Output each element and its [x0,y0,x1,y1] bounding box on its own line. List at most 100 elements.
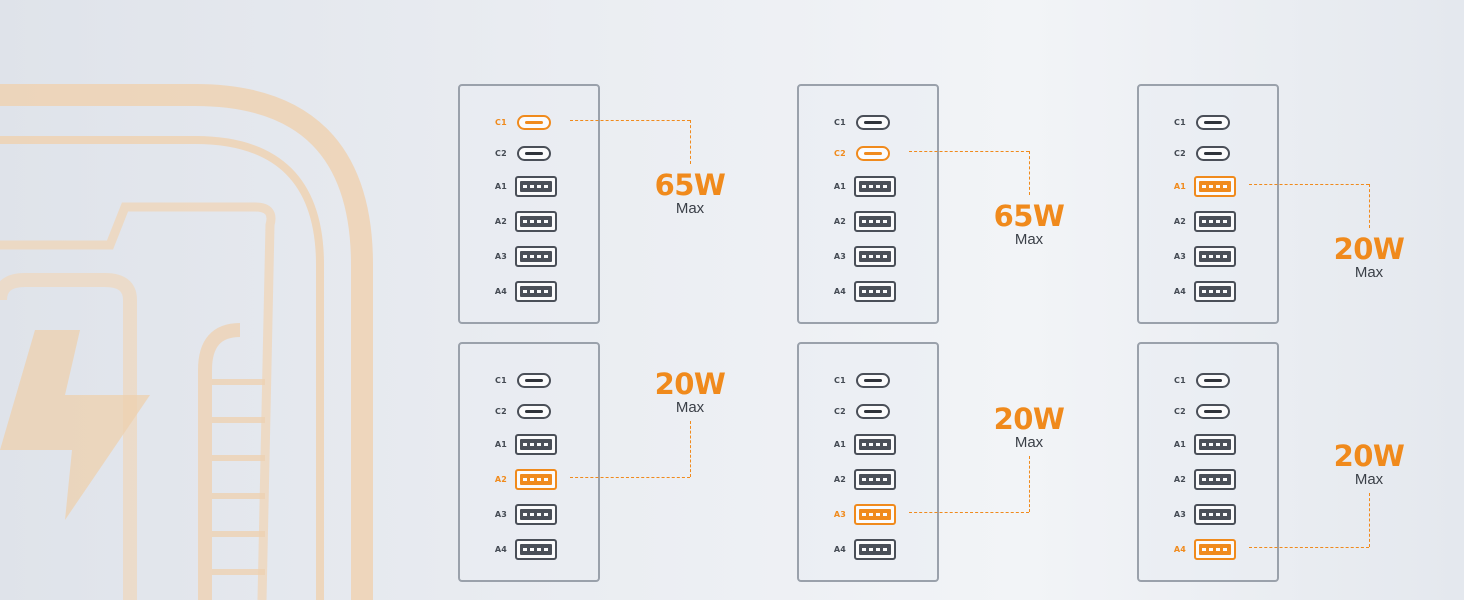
port-row-a4: A4 [1139,277,1277,307]
port-label: A3 [1173,252,1187,261]
usb-a-port-icon [515,281,557,302]
power-rating-note: Max [675,200,705,217]
port-label: A3 [1173,510,1187,519]
port-label: A1 [1173,182,1187,191]
port-label: A2 [833,475,847,484]
port-row-a2: A2 [799,207,937,237]
dashed-connector-drop [690,421,691,477]
port-row-a1: A1 [1139,172,1277,202]
usb-a-port-icon [854,281,896,302]
port-row-a3: A3 [799,242,937,272]
port-row-a1: A1 [1139,430,1277,460]
port-row-c2: C2 [799,397,937,427]
port-row-a3: A3 [460,242,598,272]
usb-a-port-icon [1194,504,1236,525]
port-label: A1 [833,440,847,449]
usb-a-port-icon [1194,281,1236,302]
usb-c-port-icon [517,373,551,388]
usb-c-port-icon [856,115,890,130]
usb-a-port-icon [1194,176,1236,197]
power-rating: 65W [993,199,1065,233]
port-row-c2: C2 [1139,139,1277,169]
usb-a-port-icon [854,539,896,560]
dashed-connector-line [909,151,1029,152]
power-rating-note: Max [675,399,705,416]
usb-c-port-icon [1196,146,1230,161]
port-label: C1 [1173,376,1187,385]
usb-a-port-icon [1194,469,1236,490]
dashed-connector-line [1249,547,1369,548]
port-row-c1: C1 [460,366,598,396]
port-label: C1 [494,118,508,127]
usb-a-port-icon [1194,211,1236,232]
port-row-a4: A4 [460,535,598,565]
port-row-a2: A2 [460,207,598,237]
port-label: C1 [1173,118,1187,127]
port-row-a2: A2 [1139,207,1277,237]
dashed-connector-line [570,120,690,121]
port-row-c1: C1 [1139,108,1277,138]
port-label: C2 [1173,407,1187,416]
port-label: C1 [833,376,847,385]
port-label: A4 [833,545,847,554]
dashed-connector-drop [1029,151,1030,195]
power-rating-note: Max [1354,264,1384,281]
port-row-c1: C1 [799,366,937,396]
usb-a-port-icon [515,434,557,455]
port-label: C1 [833,118,847,127]
power-rating: 20W [1333,232,1405,266]
port-label: A3 [833,510,847,519]
power-rating: 65W [654,168,726,202]
port-label: A3 [833,252,847,261]
usb-a-port-icon [515,211,557,232]
port-label: A1 [494,182,508,191]
port-label: A2 [1173,475,1187,484]
usb-a-port-icon [854,211,896,232]
port-label: A2 [494,475,508,484]
power-rating-note: Max [1354,471,1384,488]
port-row-c2: C2 [460,397,598,427]
usb-a-port-icon [515,246,557,267]
usb-c-port-icon [517,404,551,419]
usb-c-port-icon [856,404,890,419]
usb-c-port-icon [1196,404,1230,419]
usb-a-port-icon [1194,434,1236,455]
port-label: A3 [494,510,508,519]
usb-a-port-icon [854,246,896,267]
usb-c-port-icon [856,373,890,388]
dashed-connector-line [570,477,690,478]
port-label: A2 [833,217,847,226]
dashed-connector-drop [1369,493,1370,547]
port-row-a1: A1 [799,172,937,202]
usb-c-port-icon [517,146,551,161]
usb-c-port-icon [856,146,890,161]
port-label: C2 [494,149,508,158]
port-label: A4 [1173,545,1187,554]
port-label: A2 [1173,217,1187,226]
port-label: A4 [833,287,847,296]
port-row-a4: A4 [799,535,937,565]
port-label: C2 [833,407,847,416]
port-label: C2 [833,149,847,158]
usb-a-port-icon [1194,246,1236,267]
port-row-a4: A4 [799,277,937,307]
port-row-c2: C2 [460,139,598,169]
dashed-connector-drop [1029,456,1030,512]
dashed-connector-line [909,512,1029,513]
port-label: A4 [494,287,508,296]
port-label: C2 [1173,149,1187,158]
port-row-a4: A4 [460,277,598,307]
port-label: A4 [494,545,508,554]
port-row-a1: A1 [460,430,598,460]
usb-a-port-icon [854,434,896,455]
usb-c-port-icon [517,115,551,130]
power-rating: 20W [993,402,1065,436]
power-rating: 20W [1333,439,1405,473]
usb-c-port-icon [1196,373,1230,388]
usb-a-port-icon [1194,539,1236,560]
port-label: C1 [494,376,508,385]
